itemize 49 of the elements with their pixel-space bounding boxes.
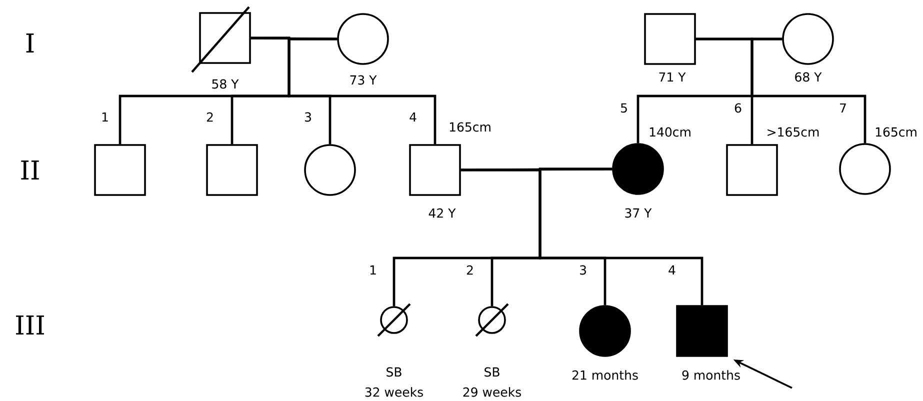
height-label: 165cm	[876, 127, 916, 137]
age-label: 42 Y	[428, 208, 456, 218]
individual-number: 3	[305, 112, 311, 122]
height-label: >165cm	[768, 127, 819, 137]
descent-line	[288, 38, 436, 144]
age-label: 68 Y	[795, 72, 822, 82]
descent-line	[750, 38, 866, 144]
gestation-label: 32 weeks	[365, 387, 423, 397]
female-symbol	[612, 143, 664, 195]
individual-number: 1	[102, 112, 108, 122]
age-label: 71 Y	[659, 72, 686, 82]
male-symbol	[644, 13, 696, 65]
female-symbol	[337, 13, 389, 65]
generation-label: I	[26, 34, 34, 52]
male-symbol	[191, 6, 251, 73]
individual-number: 1	[370, 265, 376, 275]
male-symbol	[726, 144, 778, 196]
individual-number: 7	[840, 103, 846, 113]
generation-label: II	[21, 160, 39, 180]
height-label: 140cm	[650, 127, 690, 137]
individual-number: 2	[206, 112, 213, 122]
individual-number: 4	[410, 112, 416, 122]
age-label: 21 months	[572, 370, 638, 380]
female-symbol	[579, 305, 631, 357]
stillbirth-symbol	[475, 303, 509, 337]
stillbirth-label: SB	[386, 367, 402, 377]
individual-number: 2	[466, 265, 473, 275]
age-label: 73 Y	[350, 75, 377, 85]
female-symbol	[782, 13, 834, 65]
stillbirth-symbol	[377, 303, 411, 337]
generation-label: III	[16, 316, 44, 334]
gestation-label: 29 weeks	[463, 387, 521, 397]
male-symbol	[206, 144, 258, 196]
individual-number: 6	[734, 103, 742, 113]
descent-line	[538, 168, 704, 306]
age-label: 37 Y	[625, 208, 652, 218]
individual-number: 5	[620, 103, 627, 113]
age-label: 9 months	[682, 370, 740, 380]
height-label: 165cm	[450, 122, 490, 132]
stillbirth-label: SB	[484, 367, 500, 377]
male-symbol	[409, 144, 461, 196]
individual-number: 3	[580, 265, 586, 275]
age-label: 58 Y	[212, 79, 239, 89]
male-symbol	[676, 305, 728, 357]
female-symbol	[839, 143, 891, 195]
male-symbol	[94, 144, 146, 196]
female-symbol	[304, 144, 356, 196]
marriage-line	[250, 37, 338, 40]
individual-number: 4	[668, 265, 676, 275]
